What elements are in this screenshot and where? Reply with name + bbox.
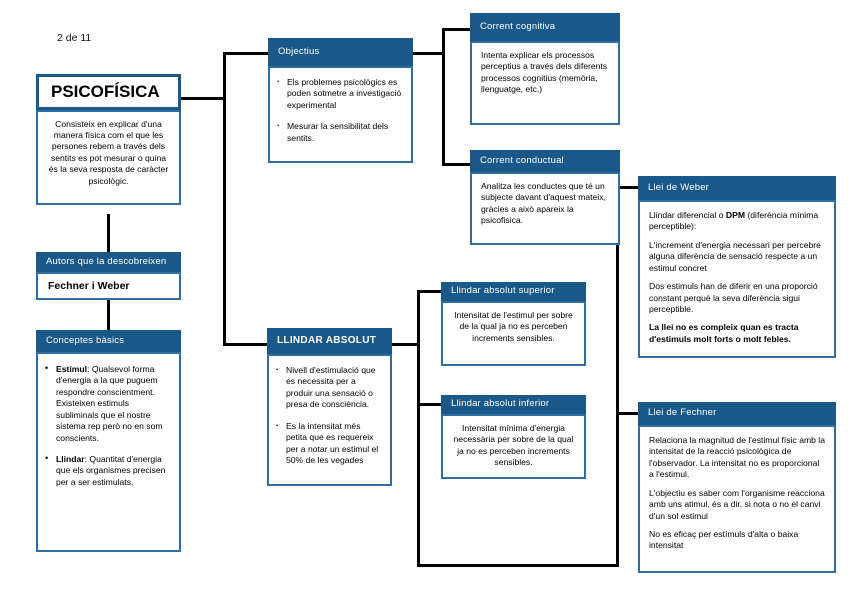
connector-trunk-objectius bbox=[223, 52, 271, 55]
node-corrent-conductual-body: Analitza les conductes que té un subject… bbox=[470, 172, 620, 245]
node-llei-fechner-title: Llei de Fechner bbox=[638, 402, 836, 425]
node-corrent-cognitiva-body: Intenta explicar els processos perceptiu… bbox=[470, 41, 620, 125]
connector-main-trunk bbox=[223, 53, 226, 345]
concepte-text: : Quantitat d'energia que els organismes… bbox=[56, 453, 166, 487]
node-llindar-absolut-body: Nivell d'estimulació que es necessita pe… bbox=[267, 354, 392, 486]
concepte-text: : Qualsevol forma d'energia a la que pug… bbox=[56, 364, 163, 443]
node-corrent-cognitiva-title: Corrent cognitiva bbox=[470, 13, 620, 41]
concepte-term: Llindar bbox=[56, 453, 85, 464]
node-llei-weber-body: Llindar diferencial o DPM (diferència mí… bbox=[638, 200, 836, 358]
paragraph-post: (diferència mínima perceptible): bbox=[649, 210, 819, 232]
node-corrent-conductual-text: Analitza les conductes que té un subject… bbox=[481, 181, 606, 226]
llei-fechner-paragraph: Relaciona la magnitud de l'estimul físic… bbox=[649, 435, 825, 480]
node-llindar-superior-body: Intensitat de l'estimul per sobre de la … bbox=[441, 301, 586, 366]
node-psicofisica-text: Consisteix en explicar d'una manera físi… bbox=[48, 118, 169, 186]
connector-llindar-absolut-branch bbox=[390, 343, 420, 346]
node-psicofisica-body: Consisteix en explicar d'una manera físi… bbox=[36, 109, 181, 205]
connector-branch-llindar-inferior bbox=[417, 403, 444, 406]
node-llei-weber[interactable]: Llei de Weber Llindar diferencial o DPM … bbox=[638, 176, 836, 358]
node-conceptes-body: Estímul: Qualsevol forma d'energia a la … bbox=[36, 352, 181, 552]
node-autors-body: Fechner i Weber bbox=[36, 272, 181, 300]
objectius-list: Els problemes psicològics es poden sotme… bbox=[275, 74, 403, 144]
llei-weber-paragraph: Dos estimuls han de diferir en una propo… bbox=[649, 281, 818, 314]
connector-branch-llei-weber bbox=[616, 186, 643, 189]
connector-objectius-branch bbox=[411, 52, 445, 55]
node-llindar-absolut-inferior[interactable]: Llindar absolut inferior Intensitat míni… bbox=[441, 395, 586, 479]
list-item: Estímul: Qualsevol forma d'energia a la … bbox=[44, 364, 170, 444]
llei-fechner-closing: No es eficaç per estímuls d'alta o baixa… bbox=[649, 528, 799, 551]
connector-psicofisica-autors bbox=[107, 214, 110, 253]
node-llindar-superior-text: Intensitat de l'estimul per sobre de la … bbox=[454, 310, 573, 343]
node-objectius[interactable]: Objectius Els problemes psicològics es p… bbox=[268, 38, 413, 163]
node-autors[interactable]: Autors que la descobreixen Fechner i Web… bbox=[36, 252, 181, 300]
node-llei-weber-title: Llei de Weber bbox=[638, 176, 836, 200]
node-corrent-cognitiva[interactable]: Corrent cognitiva Intenta explicar els p… bbox=[470, 13, 620, 125]
llei-weber-closing-text: La llei no es compleix quan es tracta d'… bbox=[649, 322, 799, 344]
node-llindar-inferior-title: Llindar absolut inferior bbox=[441, 395, 586, 414]
list-item: Mesurar la sensibilitat dels sentits. bbox=[275, 118, 403, 144]
node-conceptes-title: Conceptes bàsics bbox=[36, 330, 181, 352]
node-psicofisica[interactable]: PSICOFÍSICA Consisteix en explicar d'una… bbox=[36, 74, 181, 205]
list-item: Es la intensitat més petita que es reque… bbox=[274, 418, 383, 467]
node-objectius-body: Els problemes psicològics es poden sotme… bbox=[268, 66, 413, 163]
connector-trunk-llindar-absolut bbox=[223, 343, 269, 346]
node-llindar-inferior-text: Intensitat mínima d'energia necessària p… bbox=[453, 423, 574, 468]
node-corrent-conductual-title: Corrent conductual bbox=[470, 150, 620, 172]
connector-branch-corrent-cognitiva bbox=[442, 28, 472, 31]
paragraph-pre: Llindar diferencial o bbox=[649, 210, 726, 220]
node-llindar-inferior-body: Intensitat mínima d'energia necessària p… bbox=[441, 414, 586, 479]
list-item: Nivell d'estimulació que es necessita pe… bbox=[274, 362, 383, 411]
connector-branch-llei-fechner bbox=[616, 412, 643, 415]
list-item: Llindar: Quantitat d'energia que els org… bbox=[44, 454, 170, 488]
concepte-term: Estímul bbox=[56, 364, 88, 374]
connector-bottom-rail bbox=[417, 564, 619, 567]
node-llei-fechner[interactable]: Llei de Fechner Relaciona la magnitud de… bbox=[638, 402, 836, 573]
llei-weber-closing: La llei no es compleix quan es tracta d'… bbox=[649, 322, 825, 345]
node-llindar-absolut-title: LLINDAR ABSOLUT bbox=[267, 328, 392, 354]
llei-fechner-paragraph: L'objectiu es saber com l'organisme reac… bbox=[649, 487, 825, 521]
node-llindar-absolut-superior[interactable]: Llindar absolut superior Intensitat de l… bbox=[441, 282, 586, 366]
llei-weber-paragraph: Llindar diferencial o DPM (diferència mí… bbox=[649, 210, 825, 233]
connector-lleis-trunk bbox=[616, 187, 619, 566]
connector-autors-conceptes bbox=[107, 300, 110, 330]
connector-branch-llindar-superior bbox=[417, 290, 444, 293]
node-llindar-superior-title: Llindar absolut superior bbox=[441, 282, 586, 301]
node-objectius-title: Objectius bbox=[268, 38, 413, 66]
conceptes-list: Estímul: Qualsevol forma d'energia a la … bbox=[44, 364, 170, 488]
node-corrent-conductual[interactable]: Corrent conductual Analitza les conducte… bbox=[470, 150, 620, 245]
llei-weber-paragraph: L'increment d'energia necessari per perc… bbox=[649, 239, 821, 273]
node-llindar-absolut[interactable]: LLINDAR ABSOLUT Nivell d'estimulació que… bbox=[267, 328, 392, 486]
page-label: 2 de 11 bbox=[57, 32, 92, 44]
connector-llindars-trunk bbox=[417, 291, 420, 567]
node-autors-title: Autors que la descobreixen bbox=[36, 252, 181, 272]
node-corrent-cognitiva-text: Intenta explicar els processos perceptiu… bbox=[481, 50, 608, 95]
connector-corrents-trunk bbox=[442, 29, 445, 166]
node-conceptes-basics[interactable]: Conceptes bàsics Estímul: Qualsevol form… bbox=[36, 330, 181, 552]
connector-branch-corrent-conductual bbox=[442, 163, 472, 166]
node-psicofisica-title: PSICOFÍSICA bbox=[36, 74, 181, 110]
list-item: Els problemes psicològics es poden sotme… bbox=[275, 74, 403, 111]
llindar-absolut-list: Nivell d'estimulació que es necessita pe… bbox=[274, 362, 383, 467]
paragraph-bold: DPM bbox=[725, 210, 746, 220]
connector-psicofisica-trunk bbox=[178, 97, 226, 100]
node-llei-fechner-body: Relaciona la magnitud de l'estimul físic… bbox=[638, 425, 836, 573]
